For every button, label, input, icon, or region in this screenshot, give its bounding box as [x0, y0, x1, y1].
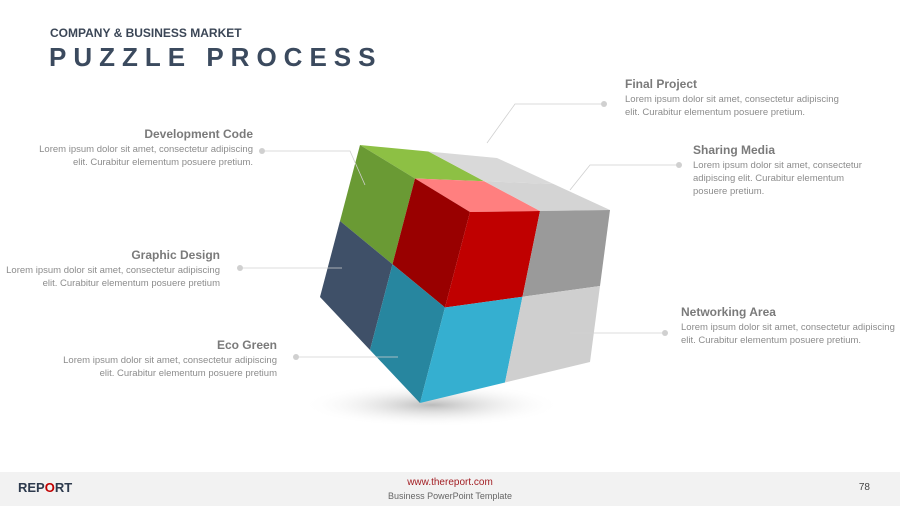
item-title: Sharing Media: [693, 143, 776, 157]
right-face-puzzle-piece: [522, 210, 610, 297]
cube-shadow: [302, 383, 562, 427]
right-face-puzzle-piece: [505, 286, 600, 383]
top-face-puzzle-piece: [360, 145, 485, 182]
top-face-puzzle-piece: [428, 151, 554, 184]
left-face-puzzle-piece: [320, 221, 393, 350]
footer: REPORT www.thereport.com Business PowerP…: [0, 472, 900, 506]
item-title: Final Project: [625, 77, 698, 91]
page-number: 78: [858, 482, 870, 493]
right-face-puzzle-piece: [420, 296, 523, 403]
left-face-puzzle-piece: [340, 145, 415, 265]
left-face-puzzle-piece: [392, 178, 470, 308]
right-face-puzzle-piece: [445, 211, 540, 308]
item-text: Lorem ipsum dolor sit amet, consectetur …: [39, 144, 253, 168]
item-title: Development Code: [144, 127, 253, 141]
left-face-puzzle-piece: [370, 264, 445, 403]
item-text: Lorem ipsum dolor sit amet, consectetur …: [693, 160, 862, 197]
top-face-puzzle-piece: [484, 181, 610, 211]
website-link[interactable]: www.thereport.com: [407, 477, 493, 488]
report-logo: REPORT: [18, 480, 73, 495]
subtitle: COMPANY & BUSINESS MARKET: [50, 26, 242, 40]
item-text: Lorem ipsum dolor sit amet, consectetur …: [625, 94, 839, 118]
template-label: Business PowerPoint Template: [388, 491, 512, 501]
leader-dots: [237, 101, 682, 360]
item-title: Networking Area: [681, 305, 776, 319]
leader-lines: [240, 103, 679, 358]
page-title: PUZZLE PROCESS: [49, 42, 383, 72]
puzzle-cube-graphic: [237, 101, 682, 427]
item-text: Lorem ipsum dolor sit amet, consectetur …: [681, 322, 895, 346]
item-title: Eco Green: [216, 338, 277, 352]
item-title: Graphic Design: [131, 248, 220, 262]
item-text: Lorem ipsum dolor sit amet, consectetur …: [6, 265, 220, 289]
top-face-puzzle-piece: [415, 178, 540, 212]
item-text: Lorem ipsum dolor sit amet, consectetur …: [63, 355, 277, 379]
